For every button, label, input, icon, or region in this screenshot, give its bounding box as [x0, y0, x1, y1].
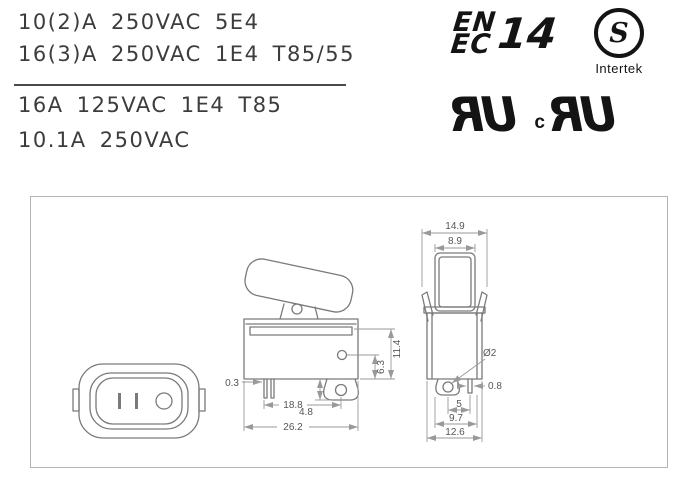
- intertek-logo-icon: S Intertek: [588, 8, 650, 76]
- dim-label-11-4: 11.4: [392, 339, 403, 358]
- side-view: [243, 258, 359, 401]
- rating-line-2: 16(3)A 250VAC 1E4 T85/55: [18, 42, 355, 66]
- enec-text-stack: EN EC: [449, 7, 498, 61]
- dim-label-18-8: 18.8: [283, 400, 303, 411]
- dim-label-8-9: 8.9: [448, 236, 462, 247]
- foot-with-hole: [435, 378, 461, 396]
- dim-label-14-9: 14.9: [445, 221, 465, 232]
- enec-text-ec: EC: [449, 29, 493, 61]
- snap-wing-left: [421, 291, 434, 322]
- dim-label-5: 5: [456, 399, 462, 410]
- terminal-pins: [263, 378, 275, 399]
- dim-label-9-7: 9.7: [449, 413, 463, 424]
- enec-logo-icon: EN EC 14: [449, 7, 560, 61]
- bezel-flange: [423, 306, 486, 314]
- marking-bar-2: [135, 393, 138, 409]
- rating-line-3: 16A 125VAC 1E4 T85: [18, 93, 283, 117]
- dim-label-4-8: 4.8: [299, 407, 313, 418]
- rear-view-dimensions: 14.9 8.9 Ø2 0.8 5 9.7: [421, 221, 502, 442]
- side-view-dimensions: 0.3 18.8 26.2 4.8 6.3: [225, 328, 403, 433]
- dim-label-0-3: 0.3: [225, 378, 239, 389]
- rocker-actuator: [244, 258, 354, 313]
- pivot-hole: [291, 303, 303, 315]
- ul-recognized-us-icon: UR: [452, 88, 519, 143]
- actuator-rear: [434, 252, 476, 312]
- switch-body-side: [243, 318, 359, 380]
- dim-label-0-8: 0.8: [488, 381, 502, 392]
- technical-drawing-frame: 0.3 18.8 26.2 4.8 6.3: [30, 196, 668, 468]
- marking-bar-1: [118, 393, 121, 409]
- ul-recognized-canada-icon: UR: [550, 88, 618, 143]
- terminal-pin-rear: [467, 378, 473, 394]
- dim-label-dia-2: Ø2: [483, 348, 497, 359]
- ratings-divider: [14, 84, 346, 86]
- mounting-foot: [323, 378, 359, 401]
- dimension-drawing: 0.3 18.8 26.2 4.8 6.3: [72, 221, 502, 442]
- switch-body-rear: [426, 312, 483, 380]
- marking-circle-o: [155, 392, 173, 410]
- intertek-label: Intertek: [595, 61, 643, 76]
- dim-label-6-3: 6.3: [376, 360, 387, 374]
- intertek-s-mark: S: [594, 8, 644, 58]
- ul-canada-prefix: c: [534, 111, 545, 133]
- rear-view: [421, 252, 488, 396]
- rating-line-1: 10(2)A 250VAC 5E4: [18, 10, 260, 34]
- ul-marks: UR c UR: [448, 88, 621, 143]
- enec-number: 14: [495, 9, 560, 59]
- dim-label-26-2: 26.2: [283, 422, 303, 433]
- snap-wing-right: [475, 291, 488, 322]
- front-view: [72, 363, 206, 439]
- rating-line-4: 10.1A 250VAC: [18, 128, 191, 152]
- dim-label-12-6: 12.6: [445, 427, 465, 438]
